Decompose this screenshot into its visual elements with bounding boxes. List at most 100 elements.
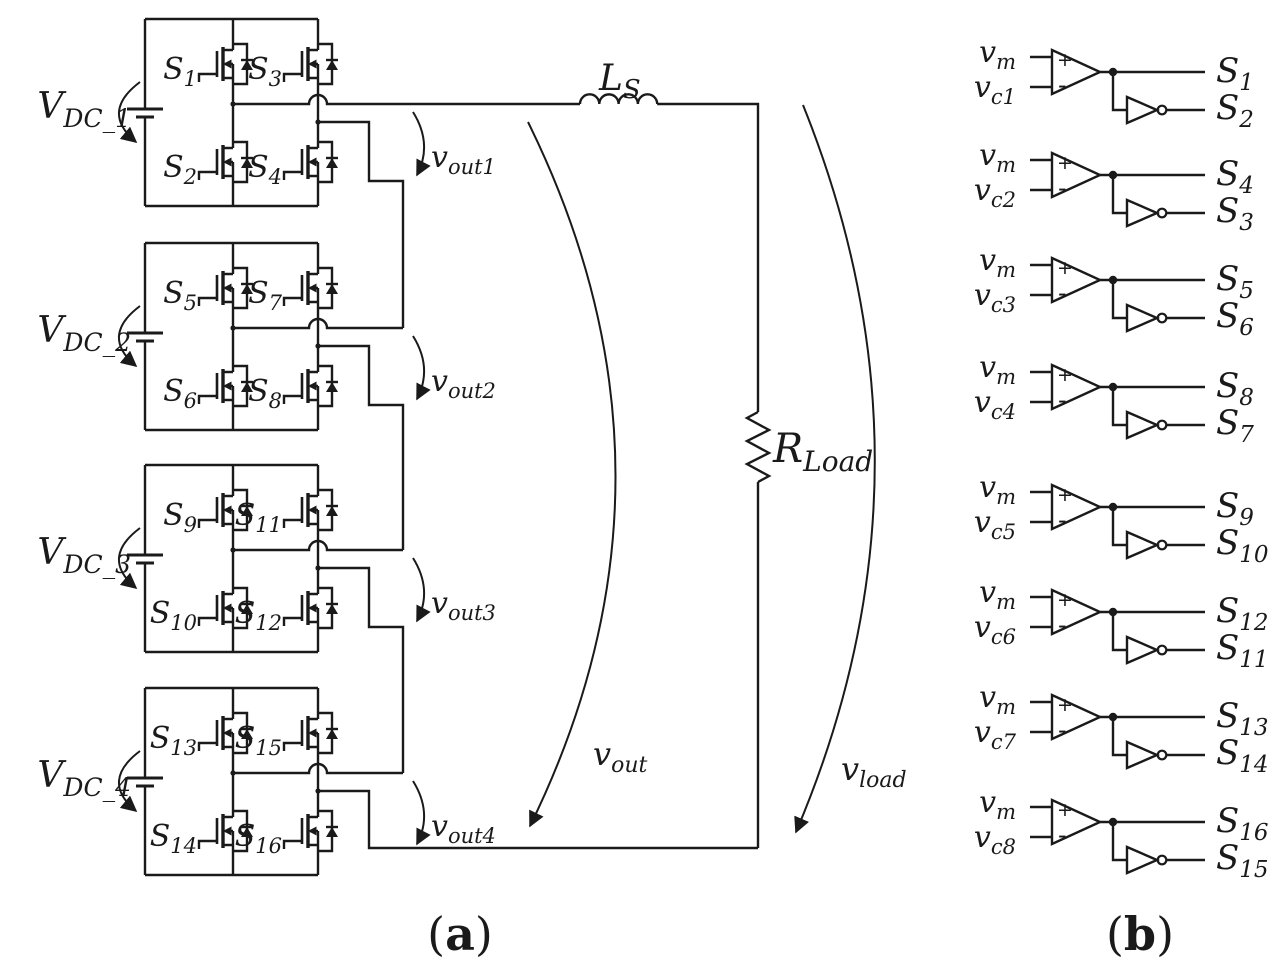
switch-label-s6: S6: [163, 374, 197, 413]
comparator-symbol: [1050, 256, 1103, 304]
bridge-output-rail: [233, 539, 403, 552]
output-s14-label: S14: [1216, 733, 1269, 778]
comparator-plus-sign: +: [1057, 799, 1073, 821]
gate-lead: [197, 741, 217, 751]
channel-arrow: [223, 603, 232, 613]
input-vc5-label: vc5: [974, 505, 1016, 544]
vout3-arrow: [412, 557, 431, 623]
vout1-arrow: [412, 111, 431, 177]
channel-arrow: [308, 826, 317, 836]
body-diode-triangle: [241, 604, 253, 614]
comparator-minus-sign: -: [1058, 611, 1067, 639]
mosfet-s6: [197, 364, 253, 408]
panel-b-caption: (b): [1106, 907, 1174, 961]
switch-label-s1: S1: [163, 52, 197, 91]
junction-dot: [315, 119, 321, 125]
inverter-branch-wire: [1111, 387, 1127, 427]
body-diode-triangle: [326, 729, 338, 739]
not-gate-bubble: [1156, 854, 1168, 866]
comparator-plus-sign: +: [1057, 152, 1073, 174]
inverter-branch-wire: [1111, 72, 1127, 112]
dc-source-direction-arrow: [118, 81, 141, 144]
vload-label: vload: [841, 750, 907, 793]
output-s2-label: S2: [1216, 88, 1254, 133]
channel-arrow: [223, 505, 232, 515]
channel-arrow: [308, 381, 317, 391]
bridge-output-rail: [233, 317, 403, 330]
body-diode-triangle: [241, 158, 253, 168]
comparator-minus-sign: -: [1058, 174, 1067, 202]
mosfet-s12: [282, 586, 338, 630]
body-diode-triangle: [326, 506, 338, 516]
mosfet-s14: [197, 809, 253, 853]
panel-b-gating-logic: +-vmvc1S1S2+-vmvc2S4S3+-vmvc3S5S6+-vmvc4…: [974, 35, 1269, 883]
cascade-link-wire: [318, 120, 405, 328]
output-s3-label: S3: [1216, 191, 1254, 236]
input-vc2-label: vc2: [974, 173, 1016, 212]
comparator-input-leads: [1030, 55, 1052, 89]
body-diode-triangle: [326, 604, 338, 614]
dc-source-direction-arrow: [118, 527, 141, 590]
panel-a-inverter: S1S2S3S4vout1VDC_1S5S6S7S8vout2VDC_2S9S1…: [37, 17, 907, 877]
inverter-branch-wire: [1111, 612, 1127, 652]
output-s10-label: S10: [1216, 523, 1269, 568]
comparator-symbol: [1050, 151, 1103, 199]
junction-dot: [230, 547, 236, 553]
vout2-arrow: [412, 335, 431, 401]
gate-lead: [282, 394, 302, 404]
mosfet-s3: [282, 42, 338, 86]
inductor-label: LS: [598, 58, 641, 105]
switch-label-s2: S2: [163, 150, 197, 189]
channel-arrow: [223, 728, 232, 738]
gate-lead: [197, 518, 217, 528]
not-gate-symbol: [1125, 635, 1161, 665]
comparator-plus-sign: +: [1057, 484, 1073, 506]
mosfet-s15: [282, 711, 338, 755]
inverter-branch-wire: [1111, 175, 1127, 215]
comparator-input-leads: [1030, 158, 1052, 192]
dc-source-direction-arrow: [118, 750, 141, 813]
comparator-input-leads: [1030, 263, 1052, 297]
not-gate-bubble: [1156, 749, 1168, 761]
mosfet-s5: [197, 266, 253, 310]
comparator-symbol: [1050, 588, 1103, 636]
not-gate-symbol: [1125, 198, 1161, 228]
not-gate-bubble: [1156, 312, 1168, 324]
input-vc8-label: vc8: [974, 820, 1016, 859]
gate-lead: [282, 296, 302, 306]
output-s8-label: S8: [1216, 366, 1254, 411]
load-resistor-symbol: [744, 410, 772, 484]
comparator-input-leads: [1030, 595, 1052, 629]
not-gate-symbol: [1125, 740, 1161, 770]
dc-source-direction-arrow: [118, 305, 141, 368]
channel-arrow: [223, 826, 232, 836]
mosfet-s2: [197, 140, 253, 184]
body-diode-triangle: [241, 60, 253, 70]
top-right-rail: [657, 102, 760, 412]
junction-dot: [315, 343, 321, 349]
load-resistor-label: RLoad: [772, 426, 873, 478]
gate-lead: [197, 296, 217, 306]
junction-dot: [230, 101, 236, 107]
output-s15-label: S15: [1216, 838, 1269, 883]
input-vm-label-row2: vm: [979, 138, 1016, 177]
vout2-label: vout2: [431, 364, 496, 403]
gate-lead: [282, 518, 302, 528]
not-gate-symbol: [1125, 530, 1161, 560]
gate-lead: [197, 72, 217, 82]
body-diode-triangle: [326, 284, 338, 294]
comparator-symbol: [1050, 363, 1103, 411]
not-gate-symbol: [1125, 95, 1161, 125]
channel-arrow: [308, 505, 317, 515]
switch-label-s9: S9: [163, 498, 197, 537]
comparator-minus-sign: -: [1058, 506, 1067, 534]
channel-arrow: [223, 283, 232, 293]
cascade-bottom-wire: [318, 789, 758, 850]
switch-label-s10: S10: [150, 596, 197, 635]
